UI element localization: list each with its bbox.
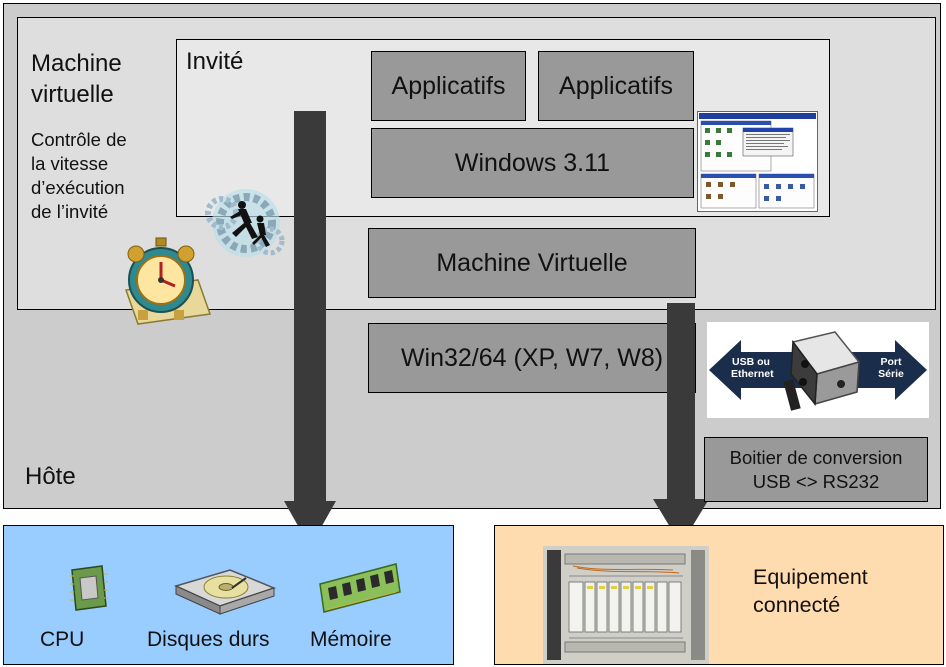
converter-caption-line2: USB <> RS232 bbox=[752, 471, 880, 492]
arrow-to-hardware bbox=[284, 111, 336, 548]
speed-control-line3: d’exécution bbox=[31, 177, 125, 198]
hardware-panel: CPU Disques durs Mémoire bbox=[3, 525, 454, 665]
guest-label: Invité bbox=[186, 48, 244, 75]
cpu-chip-icon bbox=[66, 564, 110, 612]
arrow-to-equipment bbox=[653, 303, 709, 546]
converter-caption-box: Boitier de conversion USB <> RS232 bbox=[704, 437, 928, 502]
hard-disk-icon bbox=[172, 566, 278, 616]
equipment-panel: Equipement connecté bbox=[494, 525, 944, 665]
applications-label-2: Applicatifs bbox=[559, 71, 673, 100]
gears-icon bbox=[200, 183, 290, 263]
converter-caption-line1: Boitier de conversion bbox=[729, 447, 903, 468]
equipment-label-line2: connecté bbox=[753, 593, 841, 617]
vm-label-line1: Machine bbox=[31, 50, 122, 77]
usb-ethernet-line2: Ethernet bbox=[731, 368, 774, 380]
serial-port-line1: Port bbox=[880, 356, 902, 368]
applications-box-1: Applicatifs bbox=[371, 51, 526, 121]
cpu-label: CPU bbox=[40, 628, 85, 651]
equipment-label-line1: Equipement bbox=[753, 565, 868, 589]
virtual-machine-layer-label: Machine Virtuelle bbox=[436, 248, 628, 277]
guest-os-label: Windows 3.11 bbox=[454, 148, 611, 177]
usb-serial-converter-picture: USB ou Ethernet Port Série bbox=[707, 322, 929, 418]
speed-control-line1: Contrôle de bbox=[31, 129, 127, 150]
serial-port-line2: Série bbox=[878, 368, 904, 380]
memory-module-icon bbox=[318, 562, 402, 618]
virtual-machine-layer-box: Machine Virtuelle bbox=[368, 228, 696, 298]
applications-label-1: Applicatifs bbox=[391, 71, 506, 100]
speed-control-line4: de l’invité bbox=[31, 201, 109, 222]
host-label: Hôte bbox=[25, 463, 76, 490]
speed-control-line2: la vitesse bbox=[31, 153, 109, 174]
alarm-clock-icon bbox=[120, 232, 212, 328]
windows-311-screenshot bbox=[697, 111, 818, 212]
memory-label: Mémoire bbox=[310, 628, 392, 651]
equipment-cabinet-picture bbox=[543, 546, 709, 664]
disks-label: Disques durs bbox=[147, 628, 270, 651]
guest-os-box: Windows 3.11 bbox=[371, 128, 694, 198]
usb-ethernet-line1: USB ou bbox=[732, 356, 770, 368]
host-os-label: Win32/64 (XP, W7, W8) bbox=[400, 343, 664, 372]
host-os-box: Win32/64 (XP, W7, W8) bbox=[368, 323, 696, 393]
applications-box-2: Applicatifs bbox=[538, 51, 694, 121]
vm-label-line2: virtuelle bbox=[31, 81, 114, 108]
program-manager-icon bbox=[698, 112, 817, 211]
